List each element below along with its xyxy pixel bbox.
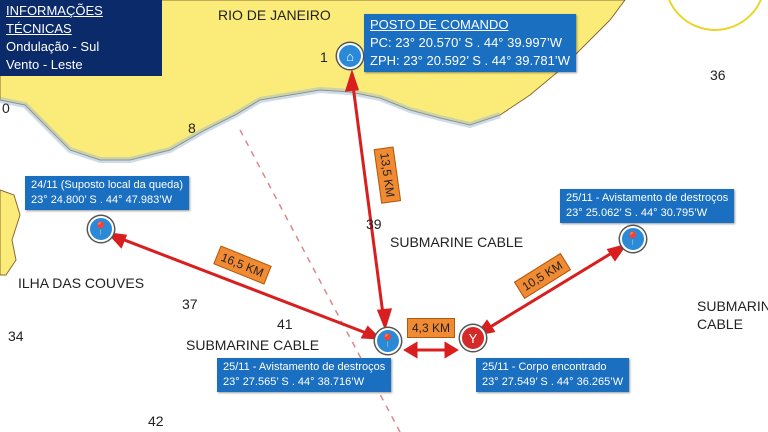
swell-info: Ondulação - Sul <box>6 39 100 54</box>
marker-label-2: 25/11 - Avistamento de destroços 23° 25.… <box>560 189 735 223</box>
distance-arrows <box>106 69 628 359</box>
pin-icon[interactable]: 📍 <box>375 328 401 354</box>
depth-8: 8 <box>188 120 196 136</box>
label-ilha-das-couves: ILHA DAS COUVES <box>18 275 145 291</box>
label-submarine-cable-2: SUBMARINE CABLE <box>186 337 320 353</box>
marker-date: 25/11 - Corpo encontrado <box>482 361 607 373</box>
technical-info-panel: INFORMAÇÕES TÉCNICAS Ondulação - Sul Ven… <box>0 0 162 76</box>
depth-41: 41 <box>277 316 293 332</box>
marker-coordinates: 23° 27.549’ S . 44° 36.265’W <box>482 376 624 388</box>
marker-date: 25/11 - Avistamento de destroços <box>566 192 729 204</box>
depth-0: 0 <box>2 100 10 116</box>
marker-date: 25/11 - Avistamento de destroços <box>223 361 386 373</box>
depth-1: 1 <box>320 49 328 65</box>
arrow-10-5 <box>481 246 621 334</box>
command-post-title: POSTO DE COMANDO <box>370 17 509 32</box>
marker-label-4: 25/11 - Corpo encontrado 23° 27.549’ S .… <box>476 358 630 392</box>
label-rio-de-janeiro: RIO DE JANEIRO <box>218 7 331 23</box>
marker-label-3: 25/11 - Avistamento de destroços 23° 27.… <box>217 358 392 392</box>
marker-date: 24/11 (Suposto local da queda) <box>31 179 184 191</box>
pin-icon[interactable]: 📍 <box>88 216 114 242</box>
depth-34: 34 <box>8 328 24 344</box>
label-submarine-cable: SUBMARINE CABLE <box>390 234 524 250</box>
arrow-16-5 <box>113 234 375 338</box>
depth-37: 37 <box>182 296 198 312</box>
pc-coordinates: PC: 23° 20.570’ S . 44° 39.997’W <box>370 35 563 50</box>
marker-coordinates: 23° 24.800’ S . 44° 47.983’W <box>31 194 173 206</box>
label-submarine: SUBMARINE <box>697 298 768 314</box>
depth-39: 39 <box>366 216 382 232</box>
command-post-box: POSTO DE COMANDO PC: 23° 20.570’ S . 44°… <box>364 14 576 72</box>
arrow-13-5 <box>350 77 386 323</box>
technical-info-title: INFORMAÇÕES TÉCNICAS <box>6 3 103 36</box>
route-line <box>239 129 401 432</box>
distance-label-4-3: 4,3 KM <box>407 318 456 338</box>
zph-coordinates: ZPH: 23° 20.592’ S . 44° 39.781’W <box>370 53 570 68</box>
pin-icon[interactable]: 📍 <box>620 226 646 252</box>
wind-info: Vento - Leste <box>6 57 83 72</box>
range-circle <box>668 0 762 31</box>
person-found-icon[interactable]: Y <box>460 325 486 351</box>
depth-36: 36 <box>710 67 726 83</box>
marker-coordinates: 23° 25.062’ S . 44° 30.795’W <box>566 207 708 219</box>
label-cable: CABLE <box>697 316 743 332</box>
depth-42: 42 <box>148 413 164 429</box>
shallow-coast <box>0 86 501 163</box>
marker-coordinates: 23° 27.565’ S . 44° 38.716’W <box>223 376 365 388</box>
command-post-icon[interactable]: ⌂ <box>337 43 363 69</box>
land-island <box>0 189 21 276</box>
marker-label-1: 24/11 (Suposto local da queda) 23° 24.80… <box>25 176 190 210</box>
